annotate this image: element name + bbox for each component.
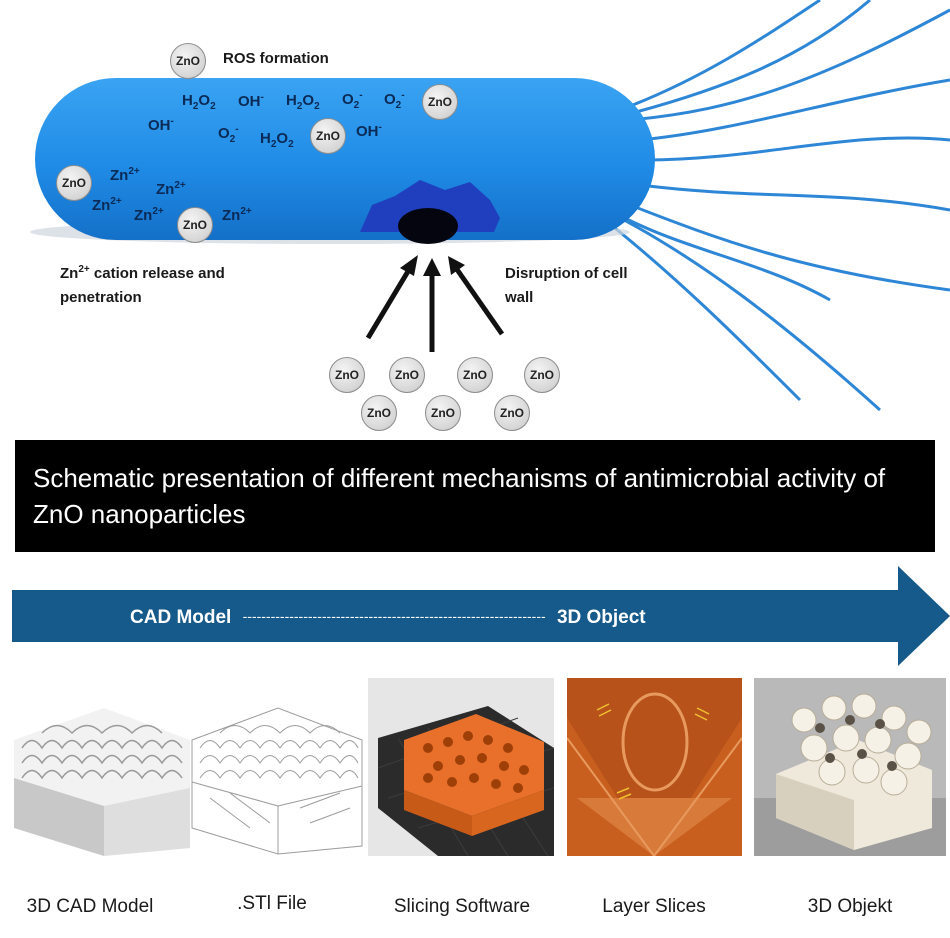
arrow-dashes: ----------------------------------------… xyxy=(243,608,546,624)
h2o2-label: H2O2 xyxy=(182,92,216,112)
h2o2-label: H2O2 xyxy=(286,92,320,112)
step-label-stl-file: .STl File xyxy=(237,893,307,914)
disruption-label: Disruption of cell wall xyxy=(505,265,628,306)
ros-formation-label: ROS formation xyxy=(223,50,329,67)
process-arrow-text: CAD Model ------------------------------… xyxy=(130,605,646,628)
zn-ion-label: Zn2+ xyxy=(92,196,122,214)
3d-object-image xyxy=(754,678,946,856)
o2-label: O2- xyxy=(342,90,363,111)
o2-label: O2- xyxy=(218,124,239,145)
zno-particle: ZnO xyxy=(389,357,425,393)
o2-label: O2- xyxy=(384,90,405,111)
bacterium-diagram xyxy=(30,0,950,412)
stl-file-image xyxy=(191,707,363,855)
zno-particle: ZnO xyxy=(177,207,213,243)
arrow-start-label: CAD Model xyxy=(130,607,231,628)
zno-particle: ZnO xyxy=(425,395,461,431)
step-label-slicing-software: Slicing Software xyxy=(393,896,531,917)
zn-ion-label: Zn2+ xyxy=(134,206,164,224)
cad-model-image xyxy=(14,708,190,856)
zno-particle: ZnO xyxy=(56,165,92,201)
flagella xyxy=(604,0,950,412)
h2o2-label: H2O2 xyxy=(260,130,294,150)
oh-label: OH- xyxy=(148,116,174,134)
bacterium-cell xyxy=(35,78,655,240)
cell-wall-hole xyxy=(398,208,458,244)
zno-particle: ZnO xyxy=(494,395,530,431)
slicing-software-image xyxy=(368,678,554,856)
zn-release-label: Zn2+ cation release and penetration xyxy=(60,264,225,306)
step-label-cad-model: 3D CAD Model xyxy=(26,896,154,917)
attack-arrows xyxy=(365,255,505,352)
oh-label: OH- xyxy=(356,122,382,140)
zno-particle: ZnO xyxy=(170,43,206,79)
zn-ion-label: Zn2+ xyxy=(110,166,140,184)
process-arrow: CAD Model ------------------------------… xyxy=(12,566,950,666)
step-label-layer-slices: Layer Slices xyxy=(602,896,706,917)
zn-ion-label: Zn2+ xyxy=(222,206,252,224)
zno-particle: ZnO xyxy=(422,84,458,120)
zn-ion-label: Zn2+ xyxy=(156,180,186,198)
step-label-3d-objekt: 3D Objekt xyxy=(807,896,893,917)
zno-particle: ZnO xyxy=(457,357,493,393)
zno-particle: ZnO xyxy=(524,357,560,393)
arrow-end-label: 3D Object xyxy=(557,607,646,628)
caption-banner: Schematic presentation of different mech… xyxy=(15,440,935,552)
zno-particle: ZnO xyxy=(361,395,397,431)
zno-particle: ZnO xyxy=(310,118,346,154)
cell-wall-disruption xyxy=(360,180,500,232)
layer-slices-image xyxy=(567,678,742,856)
zno-particle: ZnO xyxy=(329,357,365,393)
oh-label: OH- xyxy=(238,92,264,110)
